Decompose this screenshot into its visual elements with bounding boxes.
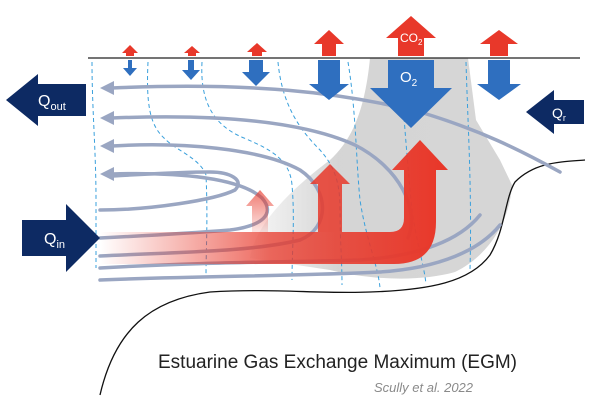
surface-exchange-small-2 [182, 46, 200, 80]
surface-exchange-small-3 [242, 43, 270, 86]
rising-co2-arrows [246, 164, 350, 232]
co2-flux-arrow: CO2 [386, 16, 436, 56]
flow-arrowheads [100, 81, 114, 181]
o2-label: O2 [400, 69, 418, 89]
q-out-label: Qout [38, 93, 66, 113]
surface-exchange-medium-2 [477, 30, 521, 100]
subsurface-co2-flow-arrow [100, 140, 448, 264]
seabed-line [99, 159, 586, 396]
surface-exchange-small-1 [122, 45, 138, 76]
diagram-title: Estuarine Gas Exchange Maximum (EGM) [158, 352, 517, 373]
q-out-arrow: Qout [6, 74, 86, 126]
q-in-arrow: Qin [22, 204, 100, 272]
surface-exchange-medium-1 [309, 30, 349, 100]
source-credit: Scully et al. 2022 [374, 380, 474, 395]
mixing-plume [250, 58, 512, 279]
q-in-label: Qin [44, 231, 65, 251]
q-r-arrow: Qr [526, 90, 584, 134]
o2-flux-arrow: O2 [370, 60, 452, 128]
co2-label: CO2 [400, 31, 423, 47]
q-r-label: Qr [552, 105, 566, 123]
